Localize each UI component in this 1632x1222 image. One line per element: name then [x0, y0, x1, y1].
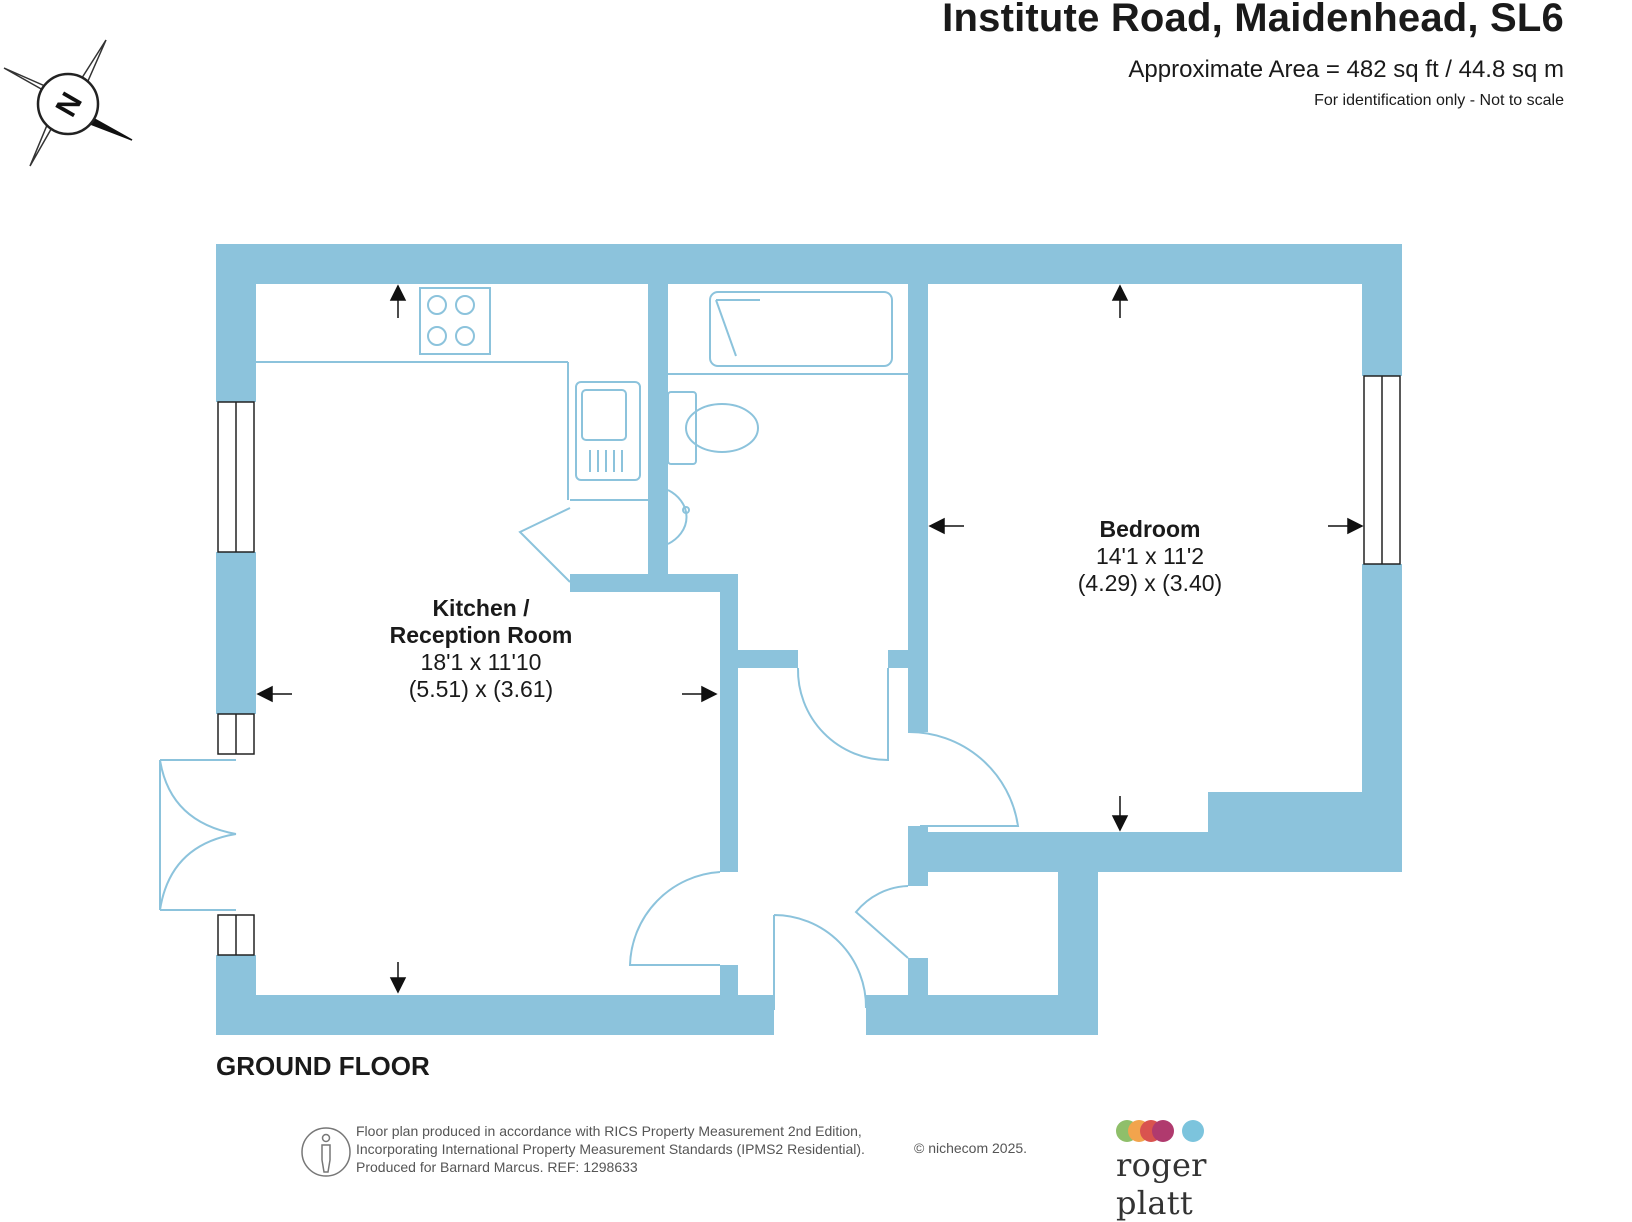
room-dimensions-metric: (4.29) x (3.40) — [1077, 570, 1223, 596]
brand-dots — [1116, 1118, 1268, 1144]
property-title: Institute Road, Maidenhead, SL6 — [942, 0, 1564, 40]
room-name: Reception Room — [389, 622, 573, 648]
scale-note: For identification only - Not to scale — [1314, 92, 1564, 109]
footer-line: Incorporating International Property Mea… — [356, 1141, 865, 1157]
brand-logo: roger platt — [1116, 1118, 1268, 1222]
room-dimensions-imperial: 14'1 x 11'2 — [1095, 543, 1205, 569]
window-left-middle — [217, 713, 255, 755]
bathroom-fixtures — [667, 291, 908, 545]
basin-icon — [667, 489, 690, 545]
room-label-bedroom: Bedroom 14'1 x 11'2 (4.29) x (3.40) — [1050, 516, 1250, 597]
toilet-icon — [667, 391, 759, 465]
dimension-markers — [256, 284, 1364, 994]
copyright: © nichecom 2025. — [914, 1140, 1028, 1156]
floor-plan: N — [3, 39, 1402, 1177]
door-bathroom — [796, 667, 889, 762]
hob-icon — [419, 287, 491, 355]
brand-dot — [1152, 1120, 1174, 1142]
bath-icon — [709, 291, 893, 367]
door-store — [518, 507, 571, 583]
compass-icon: N — [3, 39, 133, 167]
window-left-bottom — [217, 914, 255, 956]
window-left-top — [217, 401, 255, 553]
sink-icon — [575, 381, 641, 481]
kitchen-fixtures — [256, 287, 648, 501]
door-kitchen — [628, 871, 721, 966]
doors — [159, 507, 1020, 1010]
room-name: Kitchen / — [432, 595, 530, 621]
header: Institute Road, Maidenhead, SL6 Approxim… — [942, 0, 1564, 110]
rics-person-icon — [301, 1127, 351, 1177]
approximate-area: Approximate Area = 482 sq ft / 44.8 sq m — [1128, 56, 1564, 83]
windows — [217, 375, 1401, 956]
walls — [216, 244, 1402, 1035]
door-entrance — [773, 914, 868, 1010]
room-dimensions-metric: (5.51) x (3.61) — [408, 676, 554, 702]
room-dimensions-imperial: 18'1 x 11'10 — [420, 649, 542, 675]
french-door — [159, 759, 237, 911]
footer-line: Floor plan produced in accordance with R… — [356, 1123, 862, 1139]
footer-line: Produced for Barnard Marcus. REF: 129863… — [356, 1159, 638, 1175]
brand-name: roger platt — [1116, 1146, 1207, 1222]
footer-text: Floor plan produced in accordance with R… — [356, 1122, 865, 1176]
room-label-kitchen: Kitchen / Reception Room 18'1 x 11'10 (5… — [361, 595, 601, 703]
room-name: Bedroom — [1099, 516, 1201, 542]
door-cupboard — [854, 885, 909, 959]
window-right — [1363, 375, 1401, 565]
floor-label: GROUND FLOOR — [216, 1051, 430, 1081]
door-bedroom — [907, 730, 1020, 827]
brand-dot — [1182, 1120, 1204, 1142]
